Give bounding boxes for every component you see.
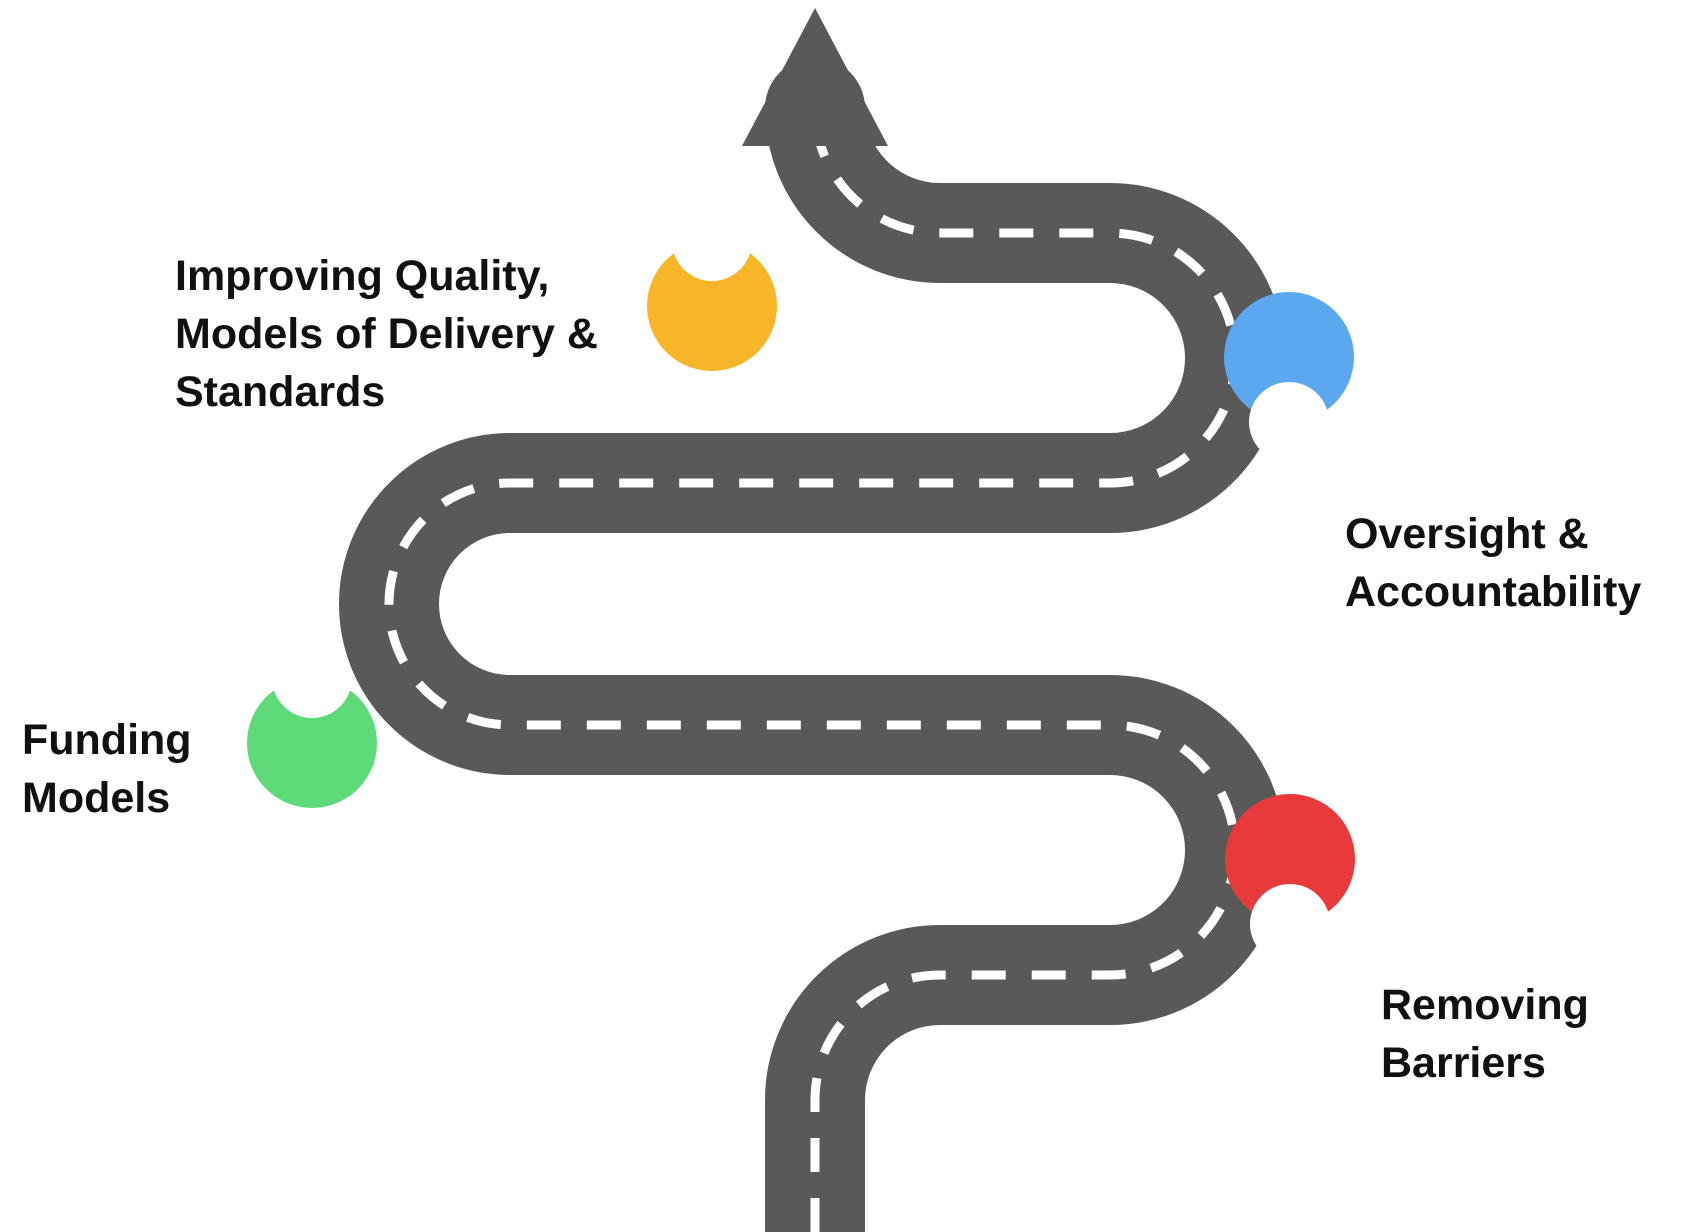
milestone-label-barriers-line2: Barriers — [1381, 1039, 1546, 1087]
milestone-pin-oversight-icon — [1224, 292, 1354, 462]
milestone-label-funding-line2: Models — [22, 774, 171, 822]
milestone-label-quality-line2: Models of Delivery & — [175, 310, 598, 358]
milestone-label-oversight-line2: Accountability — [1345, 568, 1642, 616]
milestone-label-funding-line1: Funding — [22, 716, 192, 764]
milestone-pin-quality-icon — [647, 201, 777, 371]
milestone-label-oversight: Oversight & Accountability — [1345, 505, 1641, 621]
road-arrow-icon — [742, 8, 888, 146]
milestone-pin-funding-icon — [247, 638, 377, 808]
milestone-label-quality-line1: Improving Quality, — [175, 252, 550, 300]
milestone-label-funding: Funding Models — [22, 711, 192, 827]
milestone-pin-barriers-icon — [1225, 794, 1355, 964]
road-lane-markings — [384, 100, 1240, 1232]
milestone-label-oversight-line1: Oversight & — [1345, 510, 1589, 558]
milestone-label-quality: Improving Quality, Models of Delivery & … — [175, 247, 598, 421]
milestone-label-barriers: Removing Barriers — [1381, 976, 1589, 1092]
milestone-label-barriers-line1: Removing — [1381, 981, 1589, 1029]
milestone-label-quality-line3: Standards — [175, 368, 386, 416]
